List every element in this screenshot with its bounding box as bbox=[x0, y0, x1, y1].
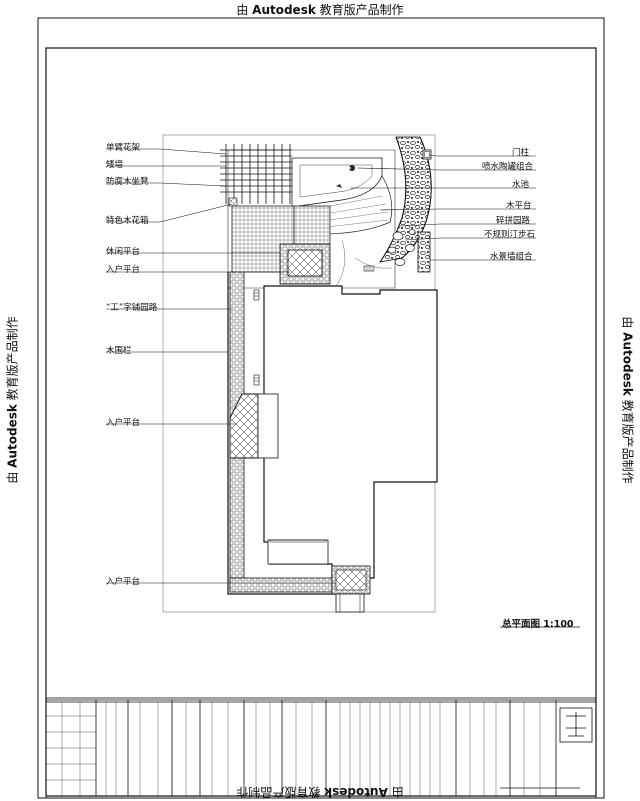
label-leisure-platform: 休闲平台 bbox=[106, 247, 141, 257]
label-i-paving-path: “工”字铺园路 bbox=[106, 303, 158, 313]
watermark-suffix: 教育版产品制作 bbox=[319, 3, 404, 17]
label-single-arm-pergola: 单臂花架 bbox=[106, 143, 141, 153]
leader-lines-left bbox=[106, 148, 336, 584]
label-crazy-paving: 碎拼园路 bbox=[496, 216, 531, 226]
watermark-top: 由 Autodesk 教育版产品制作 bbox=[0, 1, 640, 18]
gate-post bbox=[422, 149, 432, 160]
label-stepping-stones: 不规则汀步石 bbox=[484, 230, 536, 240]
company-logo-mark bbox=[559, 707, 593, 743]
label-water-wall: 水景墙组合 bbox=[490, 252, 533, 262]
label-gate-post: 门柱 bbox=[512, 148, 530, 158]
entry-platform-middle bbox=[229, 393, 259, 459]
leader-lines-right bbox=[350, 154, 536, 261]
label-entry-platform-3: 入户平台 bbox=[106, 577, 141, 587]
label-wood-fence: 木围栏 bbox=[106, 346, 132, 356]
label-wood-bench: 防腐木坐凳 bbox=[106, 177, 149, 187]
label-low-wall: 矮墙 bbox=[106, 160, 124, 170]
stepping-stones bbox=[387, 229, 416, 266]
watermark-prefix: 由 bbox=[236, 3, 249, 17]
watermark-brand: Autodesk bbox=[252, 3, 316, 17]
label-wood-deck: 木平台 bbox=[506, 201, 532, 211]
label-entry-platform-2: 入户平台 bbox=[106, 418, 141, 428]
label-entry-platform-1: 入户平台 bbox=[106, 265, 141, 275]
label-planter-box: 特色木花箱 bbox=[106, 216, 149, 226]
water-wall bbox=[417, 231, 431, 273]
drawing-title: 总平面图 1:100 bbox=[502, 619, 574, 630]
garden-zone bbox=[227, 149, 396, 289]
fountain-urn bbox=[349, 165, 355, 171]
pergola bbox=[220, 144, 292, 204]
label-pool: 水池 bbox=[512, 180, 530, 190]
label-fountain-urn: 喷水陶罐组合 bbox=[482, 162, 534, 172]
wood-fence bbox=[227, 272, 336, 595]
